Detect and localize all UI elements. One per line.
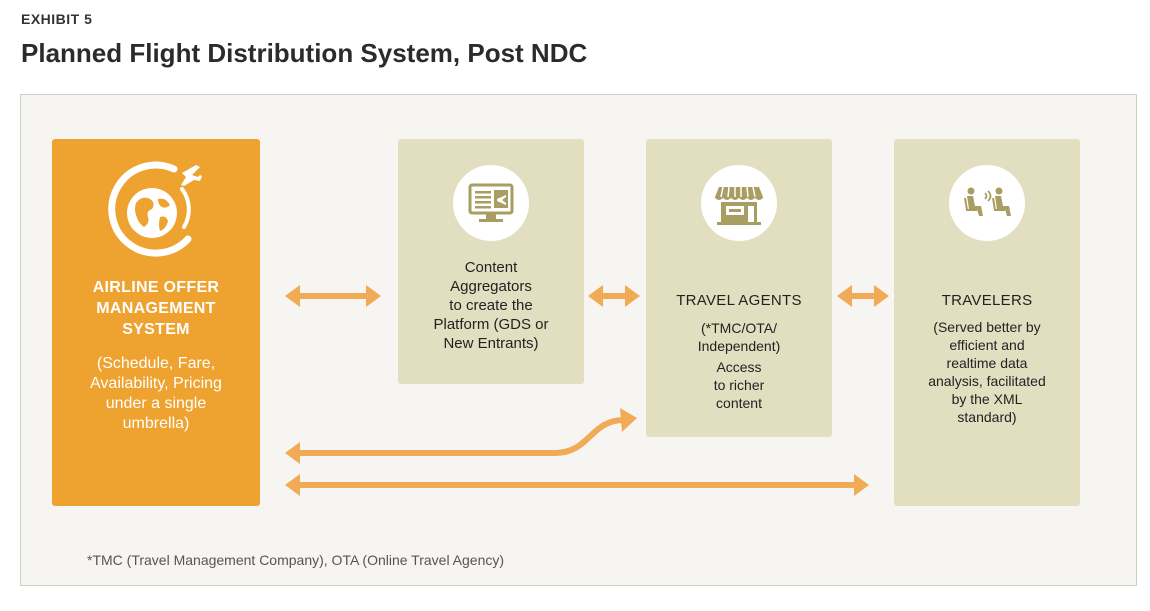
agents-sub-line: (*TMC/OTA/ <box>701 320 777 336</box>
travelers-desc-line: by the XML <box>951 391 1023 407</box>
agents-access-line: Access <box>716 359 762 375</box>
travelers-icon-circle <box>949 165 1025 241</box>
agents-access-line: to richer <box>713 377 765 393</box>
globe-airplane-icon <box>108 161 202 257</box>
agents-subtitle: (*TMC/OTA/ Independent) <box>646 319 832 355</box>
travel-agents-box: TRAVEL AGENTS (*TMC/OTA/ Independent) Ac… <box>646 139 832 437</box>
agents-title: TRAVEL AGENTS <box>676 292 802 309</box>
storefront-icon <box>714 186 764 225</box>
airline-desc-line: umbrella) <box>122 415 190 432</box>
aggregators-line: Content <box>464 259 518 276</box>
aggregators-line: New Entrants) <box>443 335 539 352</box>
airline-desc-line: (Schedule, Fare, <box>96 355 216 372</box>
travelers-title: TRAVELERS <box>941 292 1033 309</box>
arrow-airline-travelers <box>285 474 869 496</box>
footnote: *TMC (Travel Management Company), OTA (O… <box>87 552 505 568</box>
arrow-agents-travelers <box>837 285 889 307</box>
arrow-airline-aggregators <box>285 285 381 307</box>
aggregators-line: Aggregators <box>450 278 532 295</box>
exhibit-label: EXHIBIT 5 <box>21 11 93 27</box>
travelers-desc-line: (Served better by <box>933 319 1041 335</box>
airline-desc-line: Availability, Pricing <box>90 375 222 392</box>
travelers-description: (Served better by efficient and realtime… <box>902 318 1072 426</box>
page-title: Planned Flight Distribution System, Post… <box>21 38 588 68</box>
arrow-aggregators-agents <box>588 285 640 307</box>
aggregators-line: Platform (GDS or <box>433 316 549 333</box>
travelers-desc-line: standard) <box>957 409 1017 425</box>
airline-description: (Schedule, Fare, Availability, Pricing u… <box>52 354 260 434</box>
aggregators-icon-circle <box>453 165 529 241</box>
travelers-desc-line: realtime data <box>946 355 1028 371</box>
agents-access: Access to richer content <box>646 358 832 412</box>
airline-title: AIRLINE OFFER MANAGEMENT SYSTEM <box>52 277 260 340</box>
arrow-airline-agents-curve <box>285 408 637 464</box>
travelers-desc-line: efficient and <box>949 337 1025 353</box>
travelers-box: TRAVELERS (Served better by efficient an… <box>894 139 1080 506</box>
monitor-flight-icon <box>468 183 514 222</box>
agents-sub-line: Independent) <box>697 338 781 354</box>
seated-travelers-icon <box>964 187 1011 216</box>
airline-title-line: MANAGEMENT <box>96 300 216 317</box>
aggregators-line: to create the <box>449 297 533 314</box>
airline-desc-line: under a single <box>105 395 207 412</box>
agents-access-line: content <box>716 395 762 411</box>
agents-icon-circle <box>701 165 777 241</box>
airline-offer-box: AIRLINE OFFER MANAGEMENT SYSTEM (Schedul… <box>52 139 260 506</box>
airline-title-line: SYSTEM <box>122 321 190 338</box>
airline-title-line: AIRLINE OFFER <box>92 279 220 296</box>
travelers-desc-line: analysis, facilitated <box>928 373 1046 389</box>
aggregators-box: Content Aggregators to create the Platfo… <box>398 139 584 384</box>
aggregators-text: Content Aggregators to create the Platfo… <box>406 258 576 353</box>
